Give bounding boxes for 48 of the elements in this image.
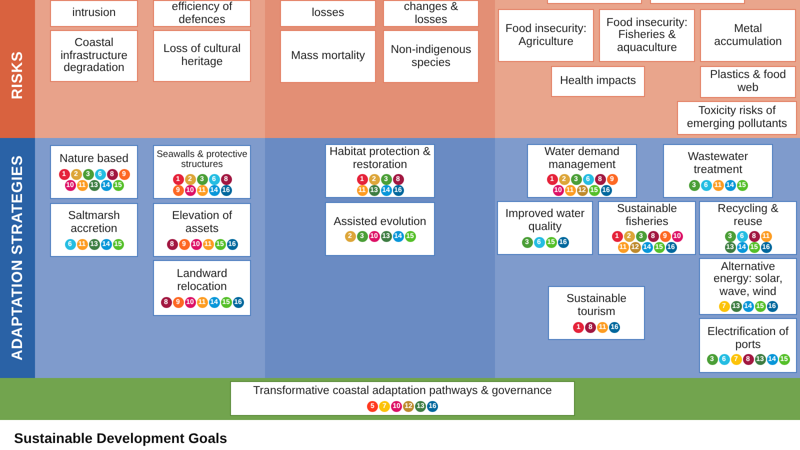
risk-box: intrusion — [50, 0, 138, 27]
box-title: Recycling & reuse — [716, 202, 780, 228]
strategy-box — [325, 202, 435, 256]
box-title: Wastewater treatment — [686, 151, 750, 177]
strategy-box — [699, 318, 797, 373]
box-title: Seawalls & protective structures — [156, 150, 248, 171]
box-title: Improved water quality — [504, 208, 586, 234]
risk-box: Plastics & food web — [700, 66, 796, 98]
strategy-box — [663, 144, 773, 198]
box-title: Transformative coastal adaptation pathways & governance — [253, 385, 552, 398]
strategy-box — [598, 201, 696, 255]
strategy-box — [153, 203, 251, 257]
strategy-box — [699, 201, 797, 255]
strategy-box — [153, 145, 251, 199]
risk-box: Food insecurity: Fisheries & aquaculture — [599, 9, 695, 62]
risk-box: Food insecurity: Agriculture — [498, 9, 594, 62]
box-title: Elevation of assets — [170, 210, 234, 236]
box-title: Electrification of ports — [706, 326, 790, 352]
box-title: Habitat protection & restoration — [328, 146, 432, 172]
box-title: Sustainable fisheries — [616, 202, 678, 228]
risk-box: changes & losses — [383, 0, 479, 27]
risk-box: Metal accumulation — [700, 9, 796, 62]
box-title: Sustainable tourism — [565, 293, 628, 319]
box-title: Alternative energy: solar, wave, wind — [712, 260, 784, 298]
box-title: Landward relocation — [176, 268, 228, 294]
strategy-box — [50, 203, 138, 257]
strategy-box — [497, 201, 593, 255]
strategy-box — [50, 145, 138, 199]
risk-box: efficiency of defences — [153, 0, 251, 27]
risk-box: losses — [280, 0, 376, 27]
box-title: Assisted evolution — [334, 216, 426, 228]
strategy-box — [325, 144, 435, 198]
strategy-box — [230, 381, 575, 416]
risk-box: Health impacts — [551, 66, 645, 97]
side-label-tab: ADAPTATION STRATEGIES — [0, 138, 35, 378]
strategy-box — [153, 260, 251, 316]
strategy-box — [527, 144, 637, 198]
strategy-box — [699, 258, 797, 315]
risk-box: Toxicity risks of emerging pollutants — [677, 101, 797, 135]
section-heading: Sustainable Development Goals — [14, 430, 228, 446]
box-title: Water demand management — [544, 146, 620, 172]
risk-box: Loss of cultural heritage — [153, 30, 251, 82]
strategy-box — [548, 286, 645, 340]
risk-box: Coastal infrastructure degradation — [50, 30, 138, 82]
risk-box: Non-indigenous species — [383, 30, 479, 83]
box-title: Nature based — [59, 153, 129, 166]
risk-box: Mass mortality — [280, 30, 376, 83]
box-title: Saltmarsh accretion — [67, 210, 121, 236]
